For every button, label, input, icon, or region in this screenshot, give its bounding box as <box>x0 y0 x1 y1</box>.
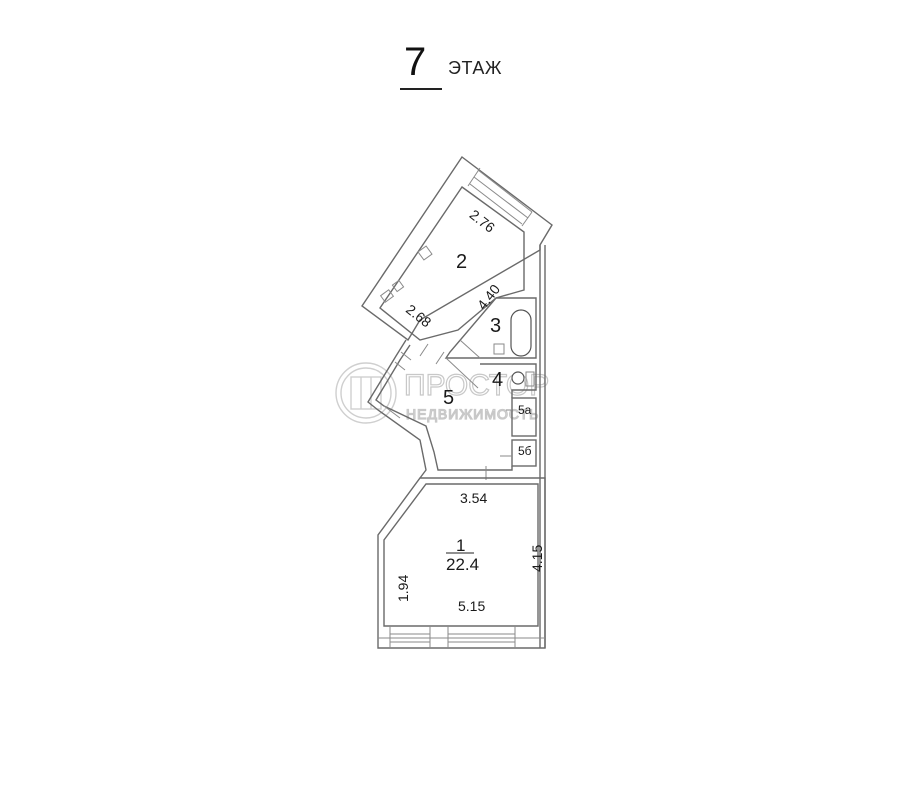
room-2-number: 2 <box>456 251 467 273</box>
room-2-dim-width: 2.76 <box>467 206 498 236</box>
room-5-number: 5 <box>443 387 454 409</box>
room-1-walls <box>377 477 546 649</box>
toilet-icon <box>511 371 525 385</box>
room-3-walls <box>444 297 537 389</box>
room-1-dim-top: 3.54 <box>460 490 487 506</box>
floor-header: 7 ЭТАЖ <box>400 40 560 90</box>
watermark-subtitle: НЕДВИЖИМОСТЬ <box>406 406 539 422</box>
closets-walls <box>500 397 537 467</box>
watermark: ПРОСТОР НЕДВИЖИМОСТЬ <box>335 362 550 424</box>
watermark-brand: ПРОСТОР <box>404 369 549 402</box>
sink-icon <box>493 343 505 355</box>
watermark-logo-icon <box>335 362 397 424</box>
room-1-dim-left: 1.94 <box>395 575 411 602</box>
socket-icon <box>391 279 405 293</box>
room-2-walls <box>361 155 553 342</box>
room-2-dim-side: 2.68 <box>403 301 434 331</box>
bathtub-icon <box>510 309 532 357</box>
room-3-number: 3 <box>490 315 501 337</box>
room-1-number: 1 <box>456 536 465 555</box>
room-labels: 2 2.76 4.40 2.68 3 4 5 5а 5б 1 22.4 3.54… <box>395 206 545 614</box>
room-1-dim-right: 4.15 <box>529 545 545 572</box>
floor-number-underline <box>400 88 442 90</box>
right-wall <box>539 245 546 648</box>
radiator-icon <box>379 289 395 303</box>
room-4-number: 4 <box>492 369 503 391</box>
room-1-area: 22.4 <box>446 555 479 574</box>
socket-icon <box>417 245 433 261</box>
room-5a-number: 5а <box>518 403 532 417</box>
room-4-walls <box>480 363 537 398</box>
room-1-dim-bottom: 5.15 <box>458 598 485 614</box>
room-5-walls <box>367 339 513 480</box>
room-5b-number: 5б <box>518 444 532 458</box>
floor-number: 7 <box>404 40 427 84</box>
floor-label: ЭТАЖ <box>448 58 502 78</box>
